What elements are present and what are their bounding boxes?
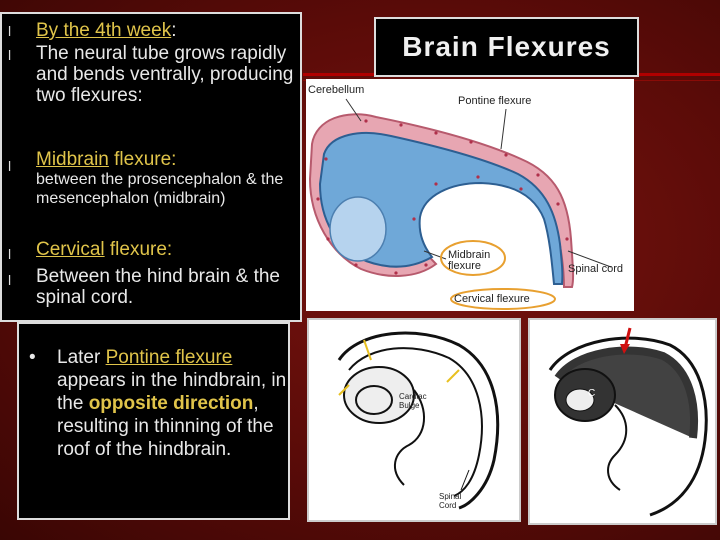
bullet-text-cervical: Cervical flexure:	[36, 239, 172, 260]
label-midbrain-flexure: Midbrain flexure	[448, 250, 508, 272]
bullet-text-week: By the 4th week:	[36, 20, 176, 41]
brain-flexure-diagram: Cerebellum Pontine flexure Midbrain flex…	[306, 79, 634, 311]
embryo-brain-illustration	[306, 79, 634, 311]
midbrain-description: between the prosencephalon & the mesence…	[36, 170, 300, 208]
title-box: Brain Flexures	[374, 17, 639, 77]
bullet-dot: l	[8, 273, 11, 287]
embryo-sketch-cardiac: Cardiac Bulge Spinal Cord	[307, 318, 521, 522]
bullet-dot: l	[8, 24, 11, 38]
bullet-text-midbrain: Midbrain flexure:	[36, 149, 176, 170]
bullet-dot: •	[29, 346, 36, 369]
bullet-text-neural-tube: The neural tube grows rapidly and bends …	[36, 43, 298, 106]
embryo-outline-illustration	[309, 320, 519, 520]
bullet-dot: l	[8, 48, 11, 62]
label-cerebellum: Cerebellum	[308, 84, 364, 96]
bullet-text-cervical-desc: Between the hind brain & the spinal cord…	[36, 266, 298, 308]
bullet-dot: l	[8, 247, 11, 261]
embryo-sagittal-illustration	[530, 320, 715, 523]
label-spinal-cord-2: Spinal Cord	[439, 492, 479, 510]
label-c: C	[588, 388, 595, 399]
label-pontine-flexure: Pontine flexure	[458, 95, 531, 107]
label-cervical-flexure: Cervical flexure	[454, 293, 530, 305]
page-title: Brain Flexures	[376, 31, 637, 63]
embryo-sketch-pontine: C	[528, 318, 717, 525]
pontine-paragraph: Later Pontine flexure appears in the hin…	[57, 346, 289, 461]
label-spinal-cord: Spinal cord	[568, 263, 623, 275]
intro-text-box: l By the 4th week: l The neural tube gro…	[0, 12, 302, 322]
bullet-dot: l	[8, 159, 11, 173]
label-cardiac-bulge: Cardiac Bulge	[399, 392, 439, 410]
pontine-text-box: • Later Pontine flexure appears in the h…	[17, 322, 290, 520]
